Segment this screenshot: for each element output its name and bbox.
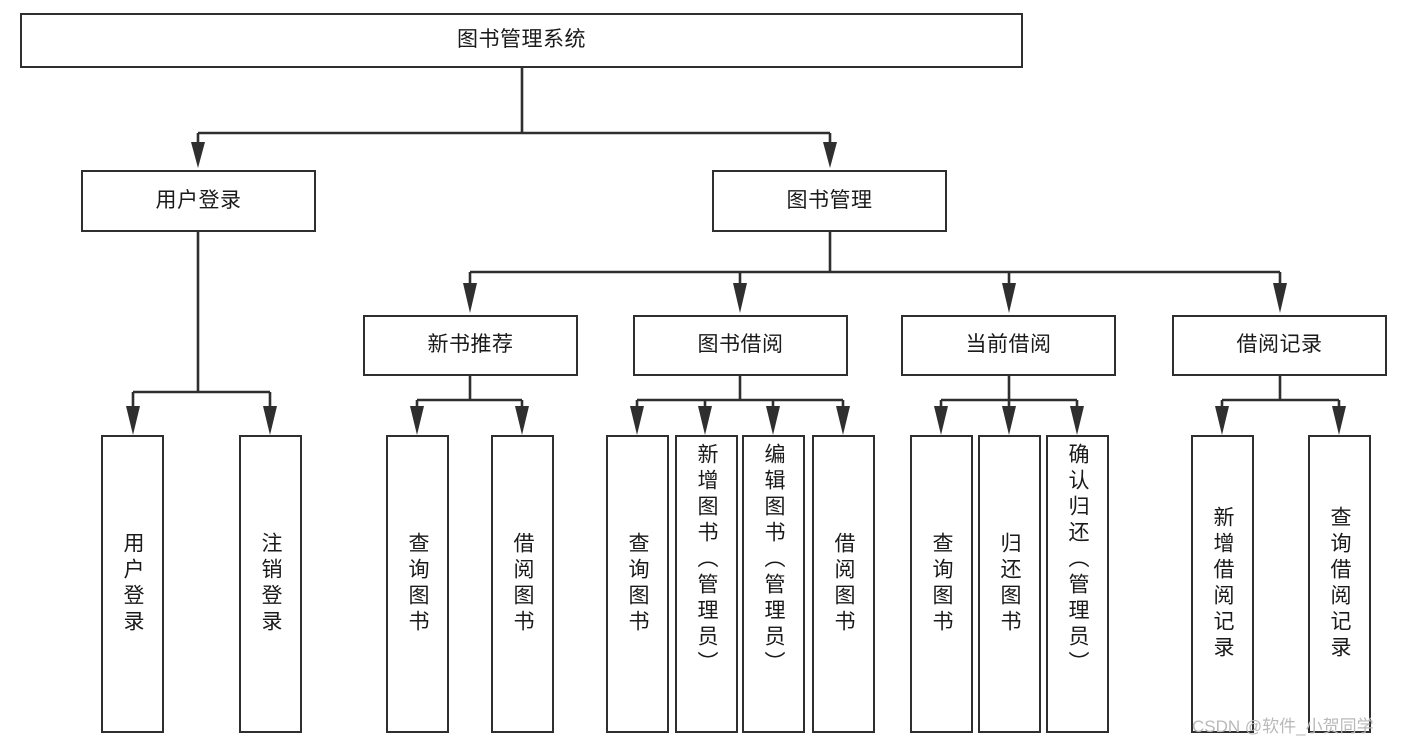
leaf-add-book-admin[interactable]: 新增图书（管理员）: [675, 435, 738, 733]
leaf-borrow-book-recommend[interactable]: 借阅图书: [491, 435, 554, 733]
node-new-book-recommend[interactable]: 新书推荐: [363, 315, 578, 376]
node-label: 编辑图书（管理员）: [762, 443, 786, 677]
node-root-system[interactable]: 图书管理系统: [20, 13, 1023, 68]
node-label: 确认归还（管理员）: [1066, 443, 1090, 677]
node-label: 新书推荐: [427, 333, 514, 357]
node-current-borrow[interactable]: 当前借阅: [901, 315, 1116, 376]
node-label: 借阅记录: [1236, 333, 1323, 357]
csdn-watermark: CSDN @软件_小贺同学: [1192, 717, 1374, 736]
node-label: 新增借阅记录: [1211, 506, 1235, 662]
node-label: 查询图书: [930, 532, 954, 636]
node-label: 查询图书: [626, 532, 650, 636]
node-label: 用户登录: [121, 532, 145, 636]
node-label: 用户登录: [155, 188, 242, 212]
leaf-query-book-current[interactable]: 查询图书: [910, 435, 973, 733]
node-label: 借阅图书: [511, 532, 535, 636]
leaf-borrow-book[interactable]: 借阅图书: [812, 435, 875, 733]
node-book-management[interactable]: 图书管理: [712, 170, 947, 232]
node-borrow-record[interactable]: 借阅记录: [1172, 315, 1387, 376]
node-label: 归还图书: [998, 532, 1022, 636]
leaf-add-borrow-record[interactable]: 新增借阅记录: [1191, 435, 1254, 733]
leaf-logout[interactable]: 注销登录: [239, 435, 302, 733]
leaf-query-book-recommend[interactable]: 查询图书: [386, 435, 449, 733]
node-label: 当前借阅: [965, 333, 1052, 357]
node-book-borrow[interactable]: 图书借阅: [633, 315, 848, 376]
leaf-confirm-return-admin[interactable]: 确认归还（管理员）: [1046, 435, 1109, 733]
leaf-query-borrow-record[interactable]: 查询借阅记录: [1308, 435, 1371, 733]
node-label: 注销登录: [259, 532, 283, 636]
leaf-return-book[interactable]: 归还图书: [978, 435, 1041, 733]
node-label: 图书借阅: [697, 333, 784, 357]
node-label: 查询图书: [406, 532, 430, 636]
node-label: 新增图书（管理员）: [695, 443, 719, 677]
node-label: 借阅图书: [832, 532, 856, 636]
node-user-login[interactable]: 用户登录: [81, 170, 316, 232]
node-label: 查询借阅记录: [1328, 506, 1352, 662]
node-label: 图书管理: [786, 188, 873, 212]
node-label: 图书管理系统: [457, 28, 586, 52]
leaf-query-book-borrow[interactable]: 查询图书: [606, 435, 669, 733]
leaf-edit-book-admin[interactable]: 编辑图书（管理员）: [742, 435, 805, 733]
leaf-user-login[interactable]: 用户登录: [101, 435, 164, 733]
